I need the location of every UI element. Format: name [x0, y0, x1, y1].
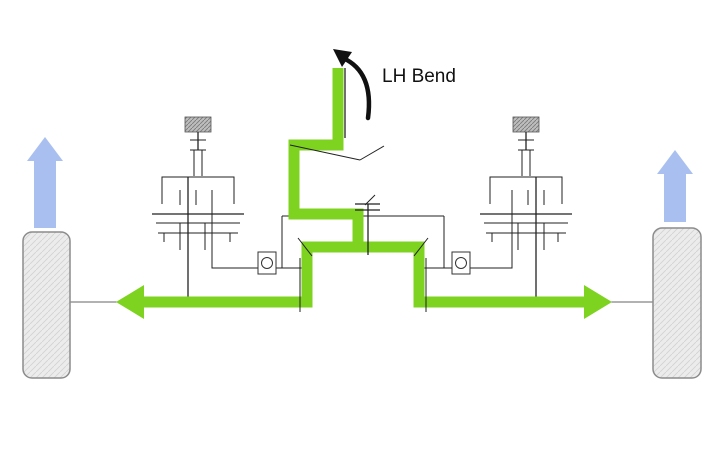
- left-gear-set: [152, 116, 302, 300]
- power-flow-path: [136, 68, 584, 308]
- bend-direction-arrowhead: [333, 49, 352, 67]
- power-flow-right: [358, 241, 584, 308]
- power-flow-left-arrow: [116, 285, 144, 319]
- right-bearing: [451, 251, 471, 275]
- right-gear-set: [422, 116, 572, 300]
- bend-direction-arrow: [340, 55, 372, 121]
- right-wheel-forward-arrow: [657, 150, 693, 222]
- right-brake-block: [512, 116, 540, 133]
- left-wheel-forward-arrow: [27, 137, 63, 228]
- left-wheel: [22, 231, 71, 379]
- bend-label: LH Bend: [382, 66, 456, 87]
- left-brake-block: [184, 116, 212, 133]
- right-wheel: [652, 227, 702, 379]
- power-flow-right-arrow: [584, 285, 612, 319]
- left-bearing: [257, 251, 277, 275]
- center-shaft-linework: [289, 68, 429, 312]
- power-flow-input: [136, 68, 364, 308]
